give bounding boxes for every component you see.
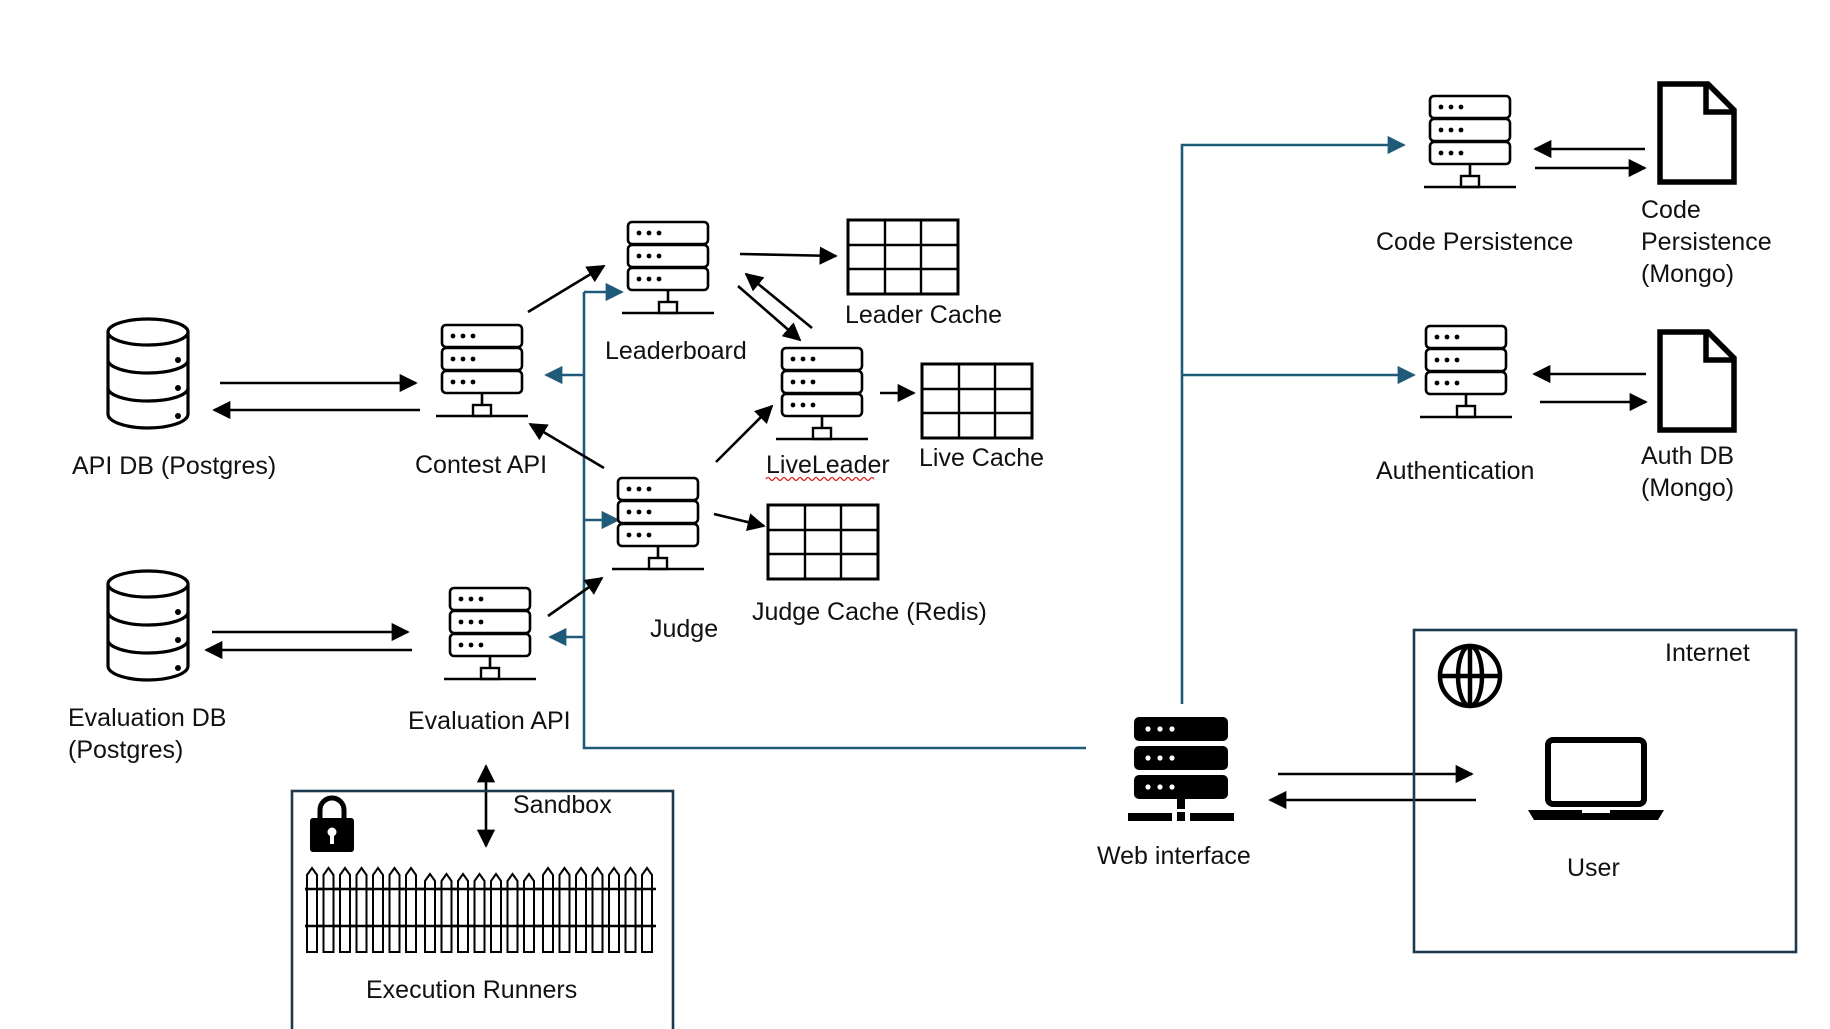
fence-picket	[506, 872, 519, 953]
code-db-label-line3: (Mongo)	[1641, 260, 1734, 288]
evaluation-api-label: Evaluation API	[408, 707, 571, 735]
evaluation-db-node: Evaluation DB (Postgres)	[68, 569, 226, 764]
server-rack-icon	[1128, 717, 1234, 821]
code-persistence-node: Code Persistence	[1376, 94, 1573, 256]
fence-picket	[575, 866, 587, 953]
evaluation-db-label-line1: Evaluation DB	[68, 704, 226, 732]
contest-api-label: Contest API	[415, 451, 547, 479]
data-flow-arrows	[204, 139, 1648, 848]
evalapi-to-judge-arrow	[547, 576, 604, 618]
auth-db-label-line1: Auth DB	[1641, 442, 1734, 470]
api-db-node: API DB (Postgres)	[72, 317, 276, 480]
cache-grid-icon	[846, 218, 960, 296]
contest-to-leaderboard-arrow	[527, 264, 606, 314]
judge-to-liveleader-arrow	[715, 404, 774, 463]
server-rack-icon	[1418, 324, 1514, 419]
leader-cache-label: Leader Cache	[845, 301, 1002, 329]
leaderboard-node: Leaderboard	[605, 220, 747, 365]
globe-icon	[1437, 643, 1503, 709]
cache-grid-icon	[766, 503, 880, 581]
fence-picket	[542, 866, 554, 953]
web-to-internal-bus	[582, 292, 1086, 750]
fence-picket	[624, 866, 637, 953]
fence-picket	[473, 872, 486, 953]
network-links	[544, 135, 1416, 750]
fence-picket	[424, 872, 436, 953]
judge-cache-label: Judge Cache (Redis)	[752, 598, 987, 626]
fence-picket	[440, 872, 453, 953]
auth-db-label-line2: (Mongo)	[1641, 474, 1734, 502]
fence-picket	[523, 872, 535, 953]
judge-cache-node: Judge Cache (Redis)	[752, 503, 987, 626]
fence-picket	[641, 866, 653, 953]
server-rack-icon	[1422, 94, 1518, 189]
judge-label: Judge	[650, 615, 718, 643]
fence-picket	[355, 866, 368, 953]
server-rack-icon	[610, 476, 706, 571]
authentication-node: Authentication	[1376, 324, 1534, 485]
live-cache-node: Live Cache	[919, 362, 1044, 472]
fence-picket	[457, 872, 469, 953]
code-db-label-line2: Persistence	[1641, 228, 1772, 256]
internet-label: Internet	[1665, 639, 1750, 667]
live-leader-label: LiveLeader	[766, 451, 890, 479]
laptop-icon	[1528, 737, 1664, 820]
api-db-label: API DB (Postgres)	[72, 452, 276, 480]
server-rack-icon	[442, 586, 538, 681]
fence-picket	[322, 866, 335, 953]
live-cache-label: Live Cache	[919, 444, 1044, 472]
liveleader-to-leaderboard-arrow	[744, 272, 813, 330]
judge-to-judgecache-arrow	[713, 512, 766, 532]
web-interface-node: Web interface	[1097, 717, 1251, 870]
internet-box: Internet User	[1412, 628, 1798, 954]
fence-picket	[372, 866, 384, 953]
code-db-label-line1: Code	[1641, 196, 1701, 224]
leaderboard-label: Leaderboard	[605, 337, 747, 365]
execution-runners-label: Execution Runners	[366, 976, 577, 1004]
leader-cache-node: Leader Cache	[845, 218, 1002, 329]
server-rack-icon	[434, 323, 530, 418]
document-icon	[1660, 84, 1734, 182]
database-cylinder-icon	[106, 569, 190, 682]
fence-picket	[591, 866, 604, 953]
judge-to-contest-arrow	[528, 422, 605, 470]
database-cylinder-icon	[106, 317, 190, 430]
server-rack-icon	[620, 220, 716, 315]
cache-grid-icon	[920, 362, 1034, 440]
evaluation-db-label-line2: (Postgres)	[68, 736, 183, 764]
fence-picket	[405, 866, 417, 953]
contest-api-node: Contest API	[415, 323, 547, 479]
leaderboard-to-leadercache-arrow	[739, 246, 838, 265]
evaluation-api-node: Evaluation API	[408, 586, 571, 735]
fence-picket	[339, 866, 351, 953]
fence-picket	[490, 872, 502, 953]
fence-picket	[558, 866, 571, 953]
fence-picket	[388, 866, 401, 953]
user-label: User	[1567, 854, 1620, 882]
authentication-label: Authentication	[1376, 457, 1534, 485]
server-rack-icon	[774, 346, 870, 441]
web-to-services-trunk	[1180, 135, 1406, 704]
judge-node: Judge	[610, 476, 718, 643]
auth-db-node: Auth DB (Mongo)	[1641, 332, 1734, 502]
fence-icon	[305, 866, 656, 953]
leaderboard-to-liveleader-arrow	[737, 285, 802, 342]
sandbox-label: Sandbox	[513, 791, 612, 819]
lock-icon	[310, 795, 354, 852]
document-icon	[1660, 332, 1734, 430]
code-persistence-label: Code Persistence	[1376, 228, 1573, 256]
live-leader-node: LiveLeader	[765, 346, 890, 482]
spellcheck-underline	[765, 476, 875, 482]
sandbox-box: Sandbox Execution Runners	[290, 789, 675, 1029]
code-persistence-db-node: Code Persistence (Mongo)	[1641, 84, 1772, 288]
web-interface-label: Web interface	[1097, 842, 1251, 870]
fence-picket	[608, 866, 620, 953]
fence-picket	[306, 866, 318, 953]
